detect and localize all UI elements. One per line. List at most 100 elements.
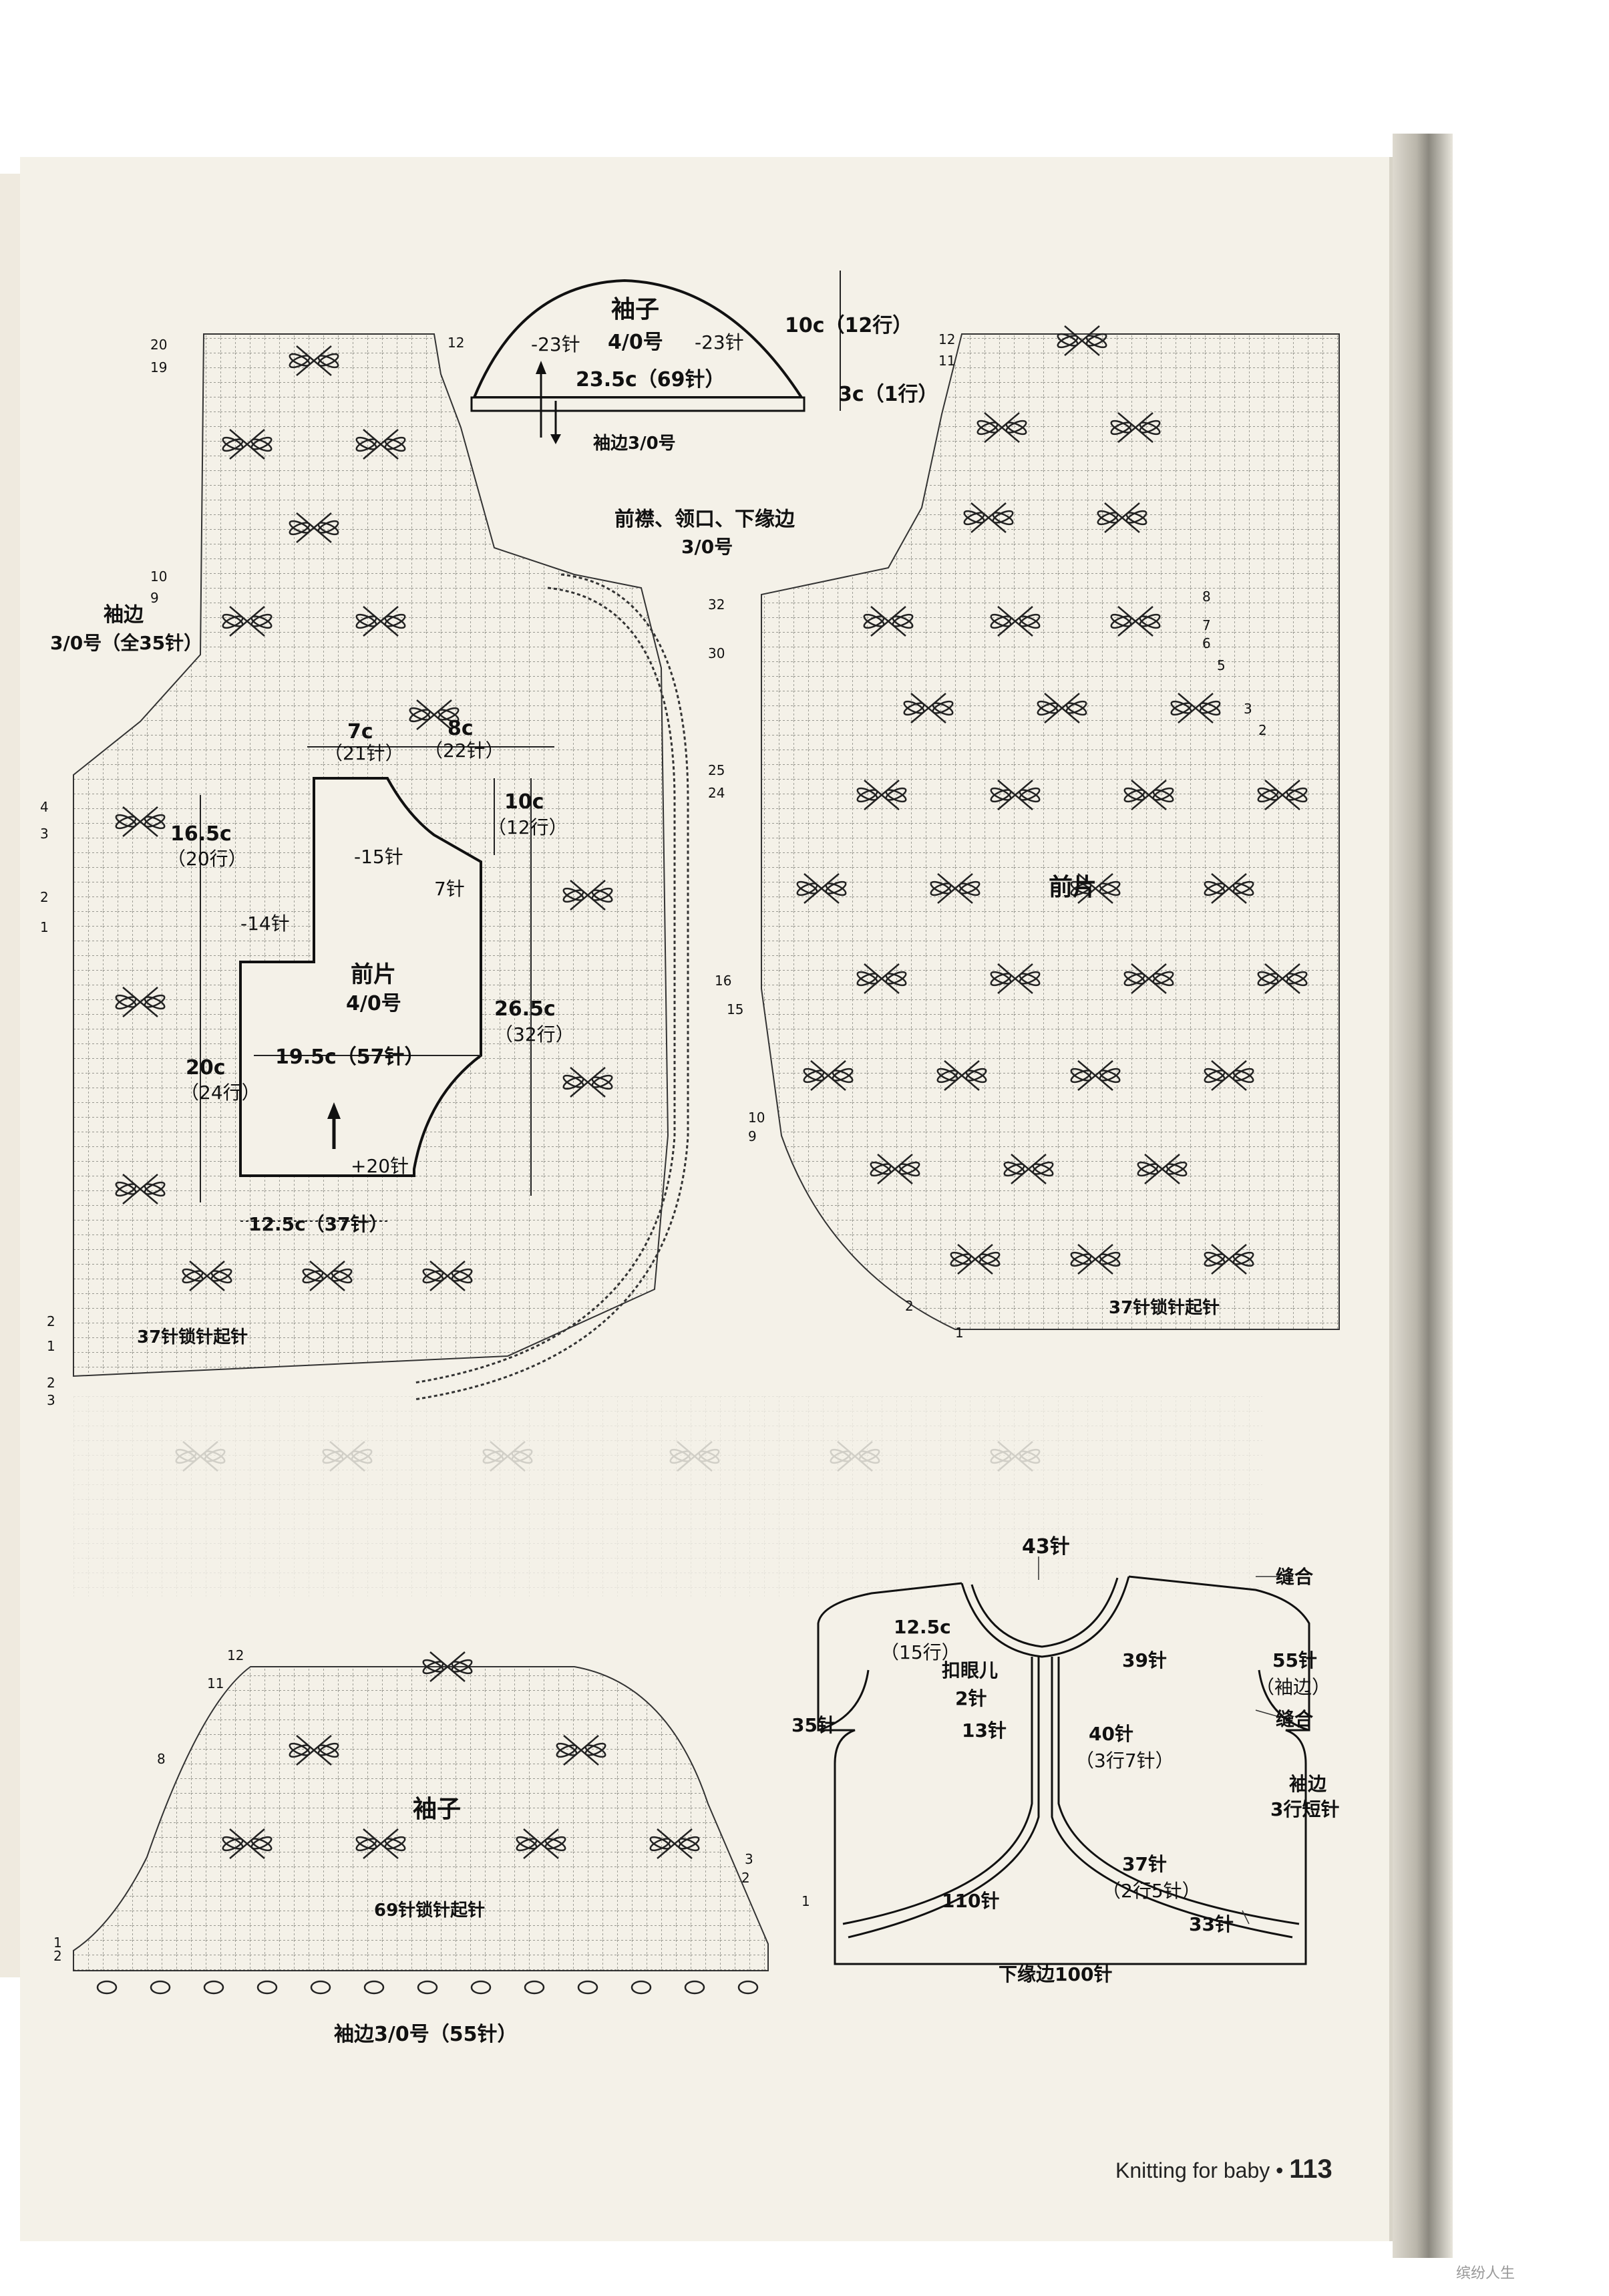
assembly-s33: 33针	[1189, 1913, 1234, 1935]
svg-text:9: 9	[150, 590, 159, 606]
h1-label: 16.5c	[170, 822, 232, 846]
svg-text:1: 1	[801, 1893, 810, 1909]
svg-text:20: 20	[150, 337, 167, 353]
assembly-s110: 110针	[942, 1890, 999, 1912]
svg-text:1: 1	[53, 1935, 62, 1951]
top-sleeve-title: 袖子	[611, 296, 659, 323]
svg-text:5: 5	[1217, 657, 1226, 673]
svg-text:25: 25	[708, 762, 725, 778]
svg-text:15: 15	[727, 1001, 743, 1017]
svg-text:10: 10	[150, 568, 167, 585]
assembly-cuff-sub: 3行短针	[1270, 1798, 1339, 1820]
left-sleeve-edge-needle: 3/0号（全35针）	[50, 632, 202, 654]
bottom-sleeve-cast-on: 69针锁针起针	[374, 1900, 485, 1921]
assembly-neck: 43针	[1022, 1535, 1070, 1559]
right-cast-on-label: 37针锁针起针	[1109, 1297, 1220, 1318]
assembly-shoulder-rows: （15行）	[880, 1641, 960, 1663]
assembly-s39: 39针	[1122, 1649, 1167, 1671]
svg-text:11: 11	[938, 353, 955, 369]
h2-label: 20c	[186, 1056, 226, 1080]
bottom-sleeve-panel	[73, 1651, 769, 1995]
assembly-s37-sub: （2行5针）	[1102, 1880, 1201, 1902]
assembly-s40: 40针	[1089, 1723, 1133, 1745]
assembly-s55-sub: （袖边）	[1256, 1676, 1330, 1698]
top-sleeve-height-top: 10c（12行）	[785, 314, 912, 337]
assembly-leader-lines	[1038, 1556, 1280, 1925]
svg-text:2: 2	[741, 1870, 750, 1886]
bleed-through	[73, 1396, 1262, 1597]
h1-rows: （20行）	[167, 848, 247, 870]
right-front-title: 前片	[1049, 874, 1097, 901]
svg-text:24: 24	[708, 785, 725, 801]
assembly-seam2: 缝合	[1276, 1708, 1314, 1730]
dec3-label: 7针	[434, 878, 465, 900]
svg-text:8: 8	[157, 1751, 166, 1767]
assembly-buttonhole-st: 2针	[955, 1687, 987, 1709]
h4-label: 26.5c	[494, 997, 556, 1021]
assembly-s37: 37针	[1122, 1853, 1167, 1875]
svg-text:9: 9	[748, 1128, 757, 1144]
top-sleeve-height-bottom: 3c（1行）	[838, 383, 938, 406]
front-band-needle: 3/0号	[681, 536, 733, 558]
bottom-sleeve-title: 袖子	[413, 1796, 461, 1823]
right-front-panel	[761, 325, 1340, 1330]
svg-text:19: 19	[150, 359, 167, 375]
page-number: 113	[1289, 2154, 1332, 2184]
svg-text:3: 3	[47, 1392, 55, 1408]
top-sleeve-needle: 4/0号	[608, 331, 663, 354]
top-sleeve-edge: 袖边3/0号	[593, 433, 676, 454]
svg-text:2: 2	[47, 1375, 55, 1391]
inc-label: +20针	[351, 1155, 409, 1177]
svg-text:3: 3	[745, 1851, 753, 1867]
svg-text:6: 6	[1202, 635, 1211, 651]
svg-text:8: 8	[1202, 589, 1211, 605]
svg-text:4: 4	[40, 799, 49, 815]
left-front-title: 前片	[351, 961, 396, 988]
left-sleeve-edge-label: 袖边	[104, 603, 144, 627]
svg-text:1: 1	[40, 919, 49, 935]
page-footer: Knitting for baby • 113	[1115, 2154, 1332, 2184]
assembly-s13: 13针	[962, 1719, 1007, 1742]
top-sleeve-dec-right: -23针	[695, 331, 744, 353]
svg-text:12: 12	[227, 1647, 244, 1663]
assembly-hem: 下缘边100针	[999, 1963, 1112, 1985]
watermark: 缤纷人生	[1456, 2265, 1515, 2282]
svg-text:2: 2	[47, 1313, 55, 1329]
width-label: 19.5c（57针）	[275, 1045, 425, 1069]
svg-text:32: 32	[708, 597, 725, 613]
assembly-shoulder: 12.5c	[894, 1616, 951, 1638]
w2-label: 8c	[448, 717, 474, 740]
previous-page-edge	[0, 174, 21, 1977]
svg-text:12: 12	[938, 331, 955, 347]
h3-label: 10c	[504, 790, 544, 814]
svg-text:2: 2	[53, 1948, 62, 1964]
svg-text:2: 2	[40, 889, 49, 905]
svg-text:1: 1	[47, 1338, 55, 1354]
assembly-buttonhole: 扣眼儿	[942, 1659, 998, 1681]
scallop-edge	[96, 1980, 759, 1995]
svg-text:3: 3	[1244, 701, 1252, 717]
svg-text:12: 12	[448, 335, 464, 351]
footer-text: Knitting for baby	[1115, 2158, 1270, 2182]
svg-text:7: 7	[1202, 617, 1211, 633]
svg-text:30: 30	[708, 645, 725, 661]
front-band-title: 前襟、领口、下缘边	[614, 508, 795, 531]
assembly-s40-sub: （3行7针）	[1075, 1750, 1174, 1772]
dec2-label: -14针	[240, 913, 290, 935]
bottom-width-label: 12.5c（37针）	[248, 1213, 388, 1235]
left-front-needle: 4/0号	[346, 992, 401, 1015]
h2-rows: （24行）	[180, 1082, 260, 1104]
svg-text:11: 11	[207, 1675, 224, 1691]
top-sleeve-dec-left: -23针	[531, 333, 580, 355]
assembly-schematic	[817, 1575, 1310, 1965]
assembly-cuff: 袖边	[1289, 1773, 1327, 1795]
svg-text:10: 10	[748, 1110, 765, 1126]
book-spine	[1393, 134, 1453, 2258]
svg-text:16: 16	[715, 973, 731, 989]
h4-rows: （32行）	[494, 1023, 574, 1045]
left-cast-on-label: 37针锁针起针	[137, 1327, 248, 1347]
svg-text:2: 2	[1258, 722, 1267, 738]
assembly-seam1: 缝合	[1276, 1566, 1314, 1588]
svg-text:2: 2	[905, 1298, 914, 1314]
